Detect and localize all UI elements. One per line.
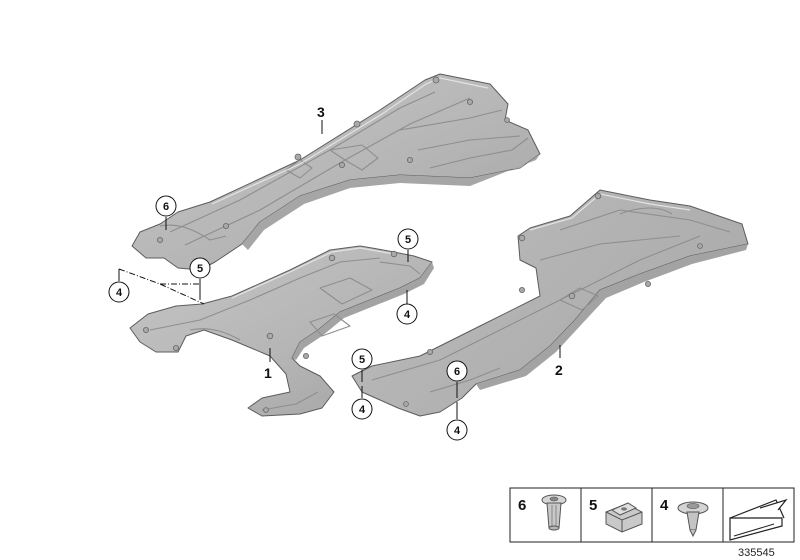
callout-6-upper: 6: [155, 195, 177, 230]
direction-arrow-icon: [729, 498, 788, 541]
svg-text:5: 5: [405, 234, 411, 246]
underbody-panel-2[interactable]: [351, 189, 749, 417]
part-number-2: 2: [555, 362, 563, 378]
callout-5-upper-right: 5: [397, 228, 419, 262]
svg-text:6: 6: [454, 366, 460, 378]
callout-5-middle: 5: [351, 348, 373, 382]
underbody-panel-3[interactable]: [131, 73, 541, 271]
legend-item-arrow: [729, 498, 788, 541]
svg-text:5: 5: [359, 354, 365, 366]
legend-item-6: 6: [518, 494, 567, 531]
svg-text:4: 4: [359, 404, 366, 416]
push-rivet-icon: [541, 494, 567, 531]
svg-text:6: 6: [518, 497, 526, 514]
spring-nut-icon: [605, 502, 643, 533]
callout-4-right-panel1: 4: [396, 290, 418, 325]
parts-legend: 6 5 4: [509, 487, 795, 543]
callout-4-lower: 4: [446, 402, 468, 441]
legend-item-4: 4: [660, 497, 709, 538]
part-number-3: 3: [317, 104, 325, 120]
expanding-rivet-icon: [677, 501, 709, 538]
legend-item-5: 5: [589, 497, 643, 533]
svg-text:5: 5: [589, 497, 597, 514]
svg-text:6: 6: [163, 201, 169, 213]
callout-5-upper-left: 5: [189, 257, 211, 300]
document-number: 335545: [738, 547, 775, 559]
svg-text:4: 4: [116, 287, 123, 299]
svg-text:4: 4: [660, 497, 669, 514]
svg-text:4: 4: [454, 425, 461, 437]
callout-6-lower: 6: [446, 360, 468, 398]
underbody-panel-1[interactable]: [129, 245, 434, 417]
callout-4-left: 4: [108, 268, 205, 305]
svg-text:5: 5: [197, 263, 203, 275]
callout-4-middle: 4: [351, 386, 373, 420]
svg-text:4: 4: [404, 309, 411, 321]
part-number-1: 1: [264, 365, 272, 381]
